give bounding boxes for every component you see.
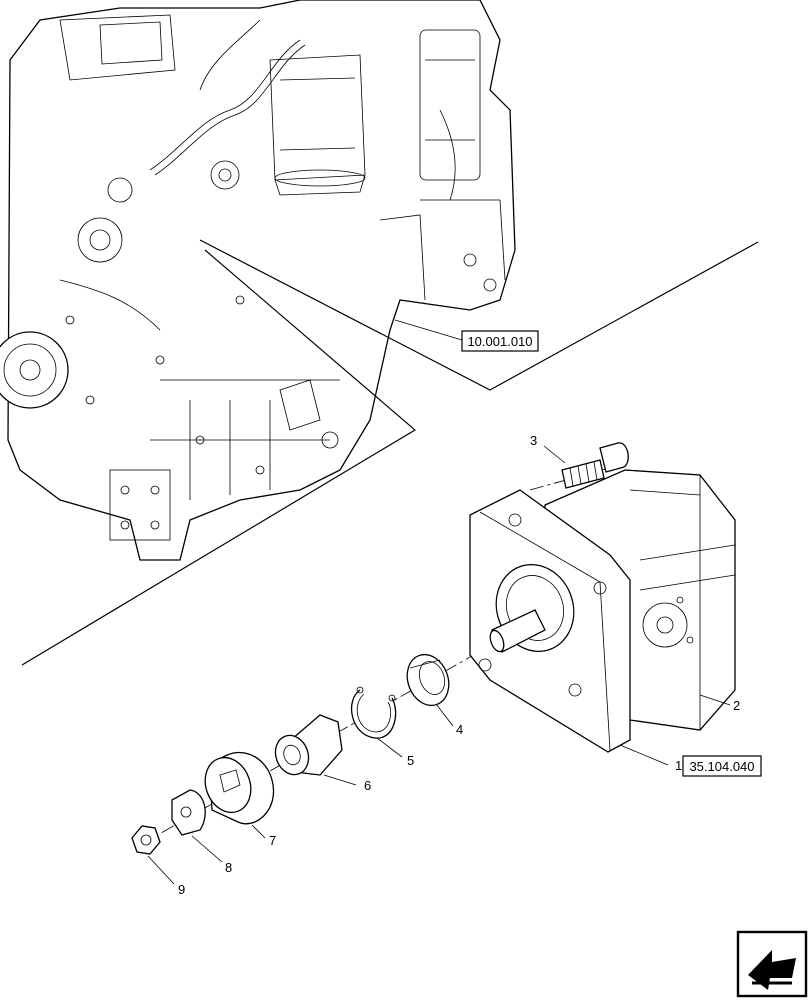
callout-2: 2 xyxy=(733,698,740,713)
callout-8: 8 xyxy=(225,860,232,875)
engine-assembly xyxy=(0,0,516,561)
callout-7: 7 xyxy=(269,833,276,848)
callout-4: 4 xyxy=(456,722,463,737)
callout-1: 1 xyxy=(675,758,682,773)
part-coupling-hub xyxy=(274,714,343,776)
part-flexible-coupling xyxy=(204,752,275,825)
engine-reference-label: 10.001.010 xyxy=(467,334,532,349)
callout-9: 9 xyxy=(178,882,185,897)
callout-5: 5 xyxy=(407,753,414,768)
section-line-upper xyxy=(199,239,759,391)
callout-6: 6 xyxy=(364,778,371,793)
part-seal-ring xyxy=(406,653,450,707)
leader-engine-ref xyxy=(394,319,463,341)
part-bolt-upper xyxy=(561,442,629,489)
part-tab-washer xyxy=(171,789,206,836)
part-nut xyxy=(131,825,161,855)
part-hydraulic-pump xyxy=(469,469,736,753)
callout-3: 3 xyxy=(530,433,537,448)
leader-lines xyxy=(147,445,731,885)
section-line-lower xyxy=(21,249,417,666)
arrow-icon[interactable] xyxy=(736,930,808,998)
part-circlip xyxy=(351,686,397,739)
pump-reference-label: 35.104.040 xyxy=(689,759,754,774)
engine-reference-box[interactable]: 10.001.010 xyxy=(461,330,539,352)
pump-reference-box[interactable]: 35.104.040 xyxy=(682,755,762,777)
